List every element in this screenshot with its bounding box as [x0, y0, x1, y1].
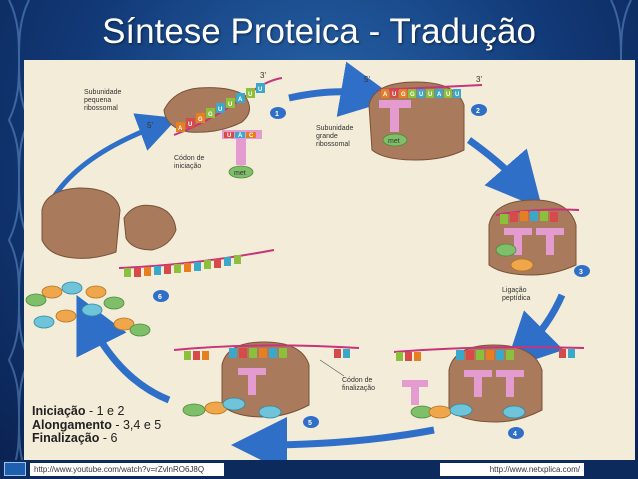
peptide-bond-label: Ligação: [502, 287, 527, 294]
return-icon[interactable]: [4, 462, 26, 476]
met-label: met: [234, 170, 246, 177]
codon-base: G: [401, 92, 406, 98]
step-number-6: 6: [158, 294, 162, 301]
anticodon-base: A: [238, 133, 243, 139]
trna-initiator: U A C met: [222, 130, 262, 179]
cycle-arrow-4-to-5: [231, 416, 435, 460]
three-prime-label-step-2: 3': [476, 75, 482, 84]
step-5-termination: Códon de finalização 5: [173, 341, 375, 428]
stop-codon-label: Códon de: [342, 377, 372, 384]
start-codon-label: iniciação: [174, 163, 201, 170]
legend-item-termination: Finalização - 6: [32, 431, 118, 445]
codon-base: A: [238, 97, 243, 103]
ribosome-step-4: [448, 344, 543, 423]
step-4-elongation: 4: [393, 344, 585, 439]
codon-base: G: [410, 92, 415, 98]
anticodon-base: C: [249, 133, 254, 139]
small-subunit-label: pequena: [84, 97, 111, 104]
start-codon-label: Códon de: [174, 155, 204, 162]
codon-base: G: [208, 112, 213, 118]
legend-item-initiation: Iniciação - 1 e 2: [32, 404, 125, 418]
codon-base: U: [455, 92, 459, 98]
cycle-arrow-3-to-4: [504, 293, 566, 370]
cycle-arrow-6-to-1: [49, 113, 178, 202]
step-6-release: 6: [25, 187, 275, 337]
cycle-arrow-5-to-6: [76, 294, 171, 404]
small-subunit-label: Subunidade: [84, 89, 121, 96]
codon-base: U: [428, 92, 432, 98]
cycle-arrow-2-to-3: [466, 137, 543, 210]
codon-base: U: [446, 92, 450, 98]
stop-codon-label: finalização: [342, 385, 375, 392]
translation-diagram: A U G G U U A U U U A: [24, 60, 635, 460]
codon-base: U: [419, 92, 423, 98]
released-polypeptide-chain: [25, 281, 151, 337]
codon-base: G: [198, 117, 203, 123]
three-prime-label: 3': [260, 71, 266, 80]
codon-base: A: [178, 126, 183, 132]
step-number-4: 4: [513, 431, 517, 438]
small-subunit-label: ribossomal: [84, 105, 118, 112]
source-link-netxplica[interactable]: http://www.netxplica.com/: [440, 463, 584, 476]
phase-legend: Iniciação - 1 e 2 Alongamento - 3,4 e 5 …: [32, 404, 162, 446]
large-subunit-label: grande: [316, 133, 338, 140]
step-number-3: 3: [579, 269, 583, 276]
slide-footer: http://www.youtube.com/watch?v=rZvlnRO6J…: [0, 460, 638, 479]
met-label-step-2: met: [388, 138, 400, 145]
large-subunit-label: Subunidade: [316, 125, 353, 132]
step-number-1: 1: [275, 111, 279, 118]
five-prime-label-step-2: 5': [364, 75, 370, 84]
slide-title: Síntese Proteica - Tradução: [102, 12, 536, 51]
translation-diagram-svg: A U G G U U A U U U A: [25, 61, 590, 460]
codon-base: A: [383, 92, 388, 98]
step-number-2: 2: [476, 108, 480, 115]
codon-base: U: [248, 92, 252, 98]
codon-base: U: [228, 102, 232, 108]
anticodon-base: U: [227, 133, 231, 139]
large-subunit-label: ribossomal: [316, 141, 350, 148]
peptide-bond-label: peptídica: [502, 295, 531, 302]
source-link-youtube[interactable]: http://www.youtube.com/watch?v=rZvlnRO6J…: [30, 463, 224, 476]
codon-base: U: [188, 122, 192, 128]
step-1-initiation-complex: A U G G U U A U U U A: [84, 71, 286, 179]
codon-base: U: [218, 107, 222, 113]
legend-item-elongation: Alongamento - 3,4 e 5: [32, 417, 162, 432]
five-prime-label: 5': [147, 121, 153, 130]
codon-base: A: [437, 92, 442, 98]
ribosome-step-5: [221, 341, 310, 418]
step-number-5: 5: [308, 420, 312, 427]
codon-base: U: [392, 92, 396, 98]
large-subunit-released: [41, 187, 121, 259]
mrna-codons-step-1: A U G G U U A U U: [176, 83, 265, 132]
small-subunit-released: [123, 204, 177, 251]
step-3-peptide-bond: Ligação peptídica 3: [488, 199, 590, 302]
cycle-arrow-1-to-2: [288, 61, 397, 117]
codon-base: U: [258, 87, 262, 93]
step-2-ribosome-assembled: A U G G U U A U U met 5' 3' Subunidade g…: [316, 75, 487, 161]
